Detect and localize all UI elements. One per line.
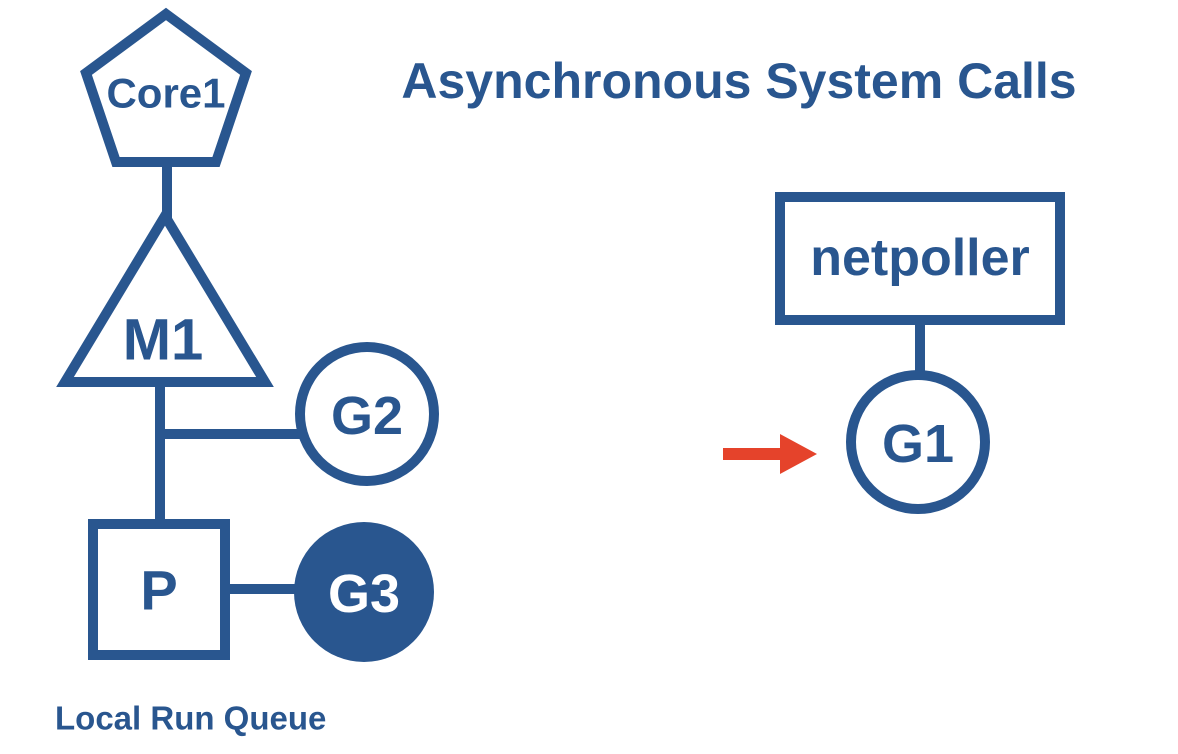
netpoller-rect (775, 192, 1065, 325)
page-title: Asynchronous System Calls (401, 53, 1076, 109)
p-label: P (140, 559, 177, 622)
m1-label: M1 (123, 308, 204, 373)
m1-triangle (56, 206, 274, 387)
g1-label: G1 (882, 414, 954, 474)
g3-label: G3 (328, 564, 400, 624)
g1-circle (846, 370, 990, 514)
p-square (88, 519, 230, 660)
core1-label: Core1 (106, 70, 225, 117)
g2-circle (295, 342, 439, 486)
core1-pentagon (80, 7, 252, 167)
arrow-right-icon (723, 434, 817, 474)
g2-label: G2 (331, 386, 403, 446)
local-run-queue-caption: Local Run Queue (55, 700, 326, 737)
netpoller-label: netpoller (810, 229, 1030, 287)
g3-circle (294, 522, 434, 662)
